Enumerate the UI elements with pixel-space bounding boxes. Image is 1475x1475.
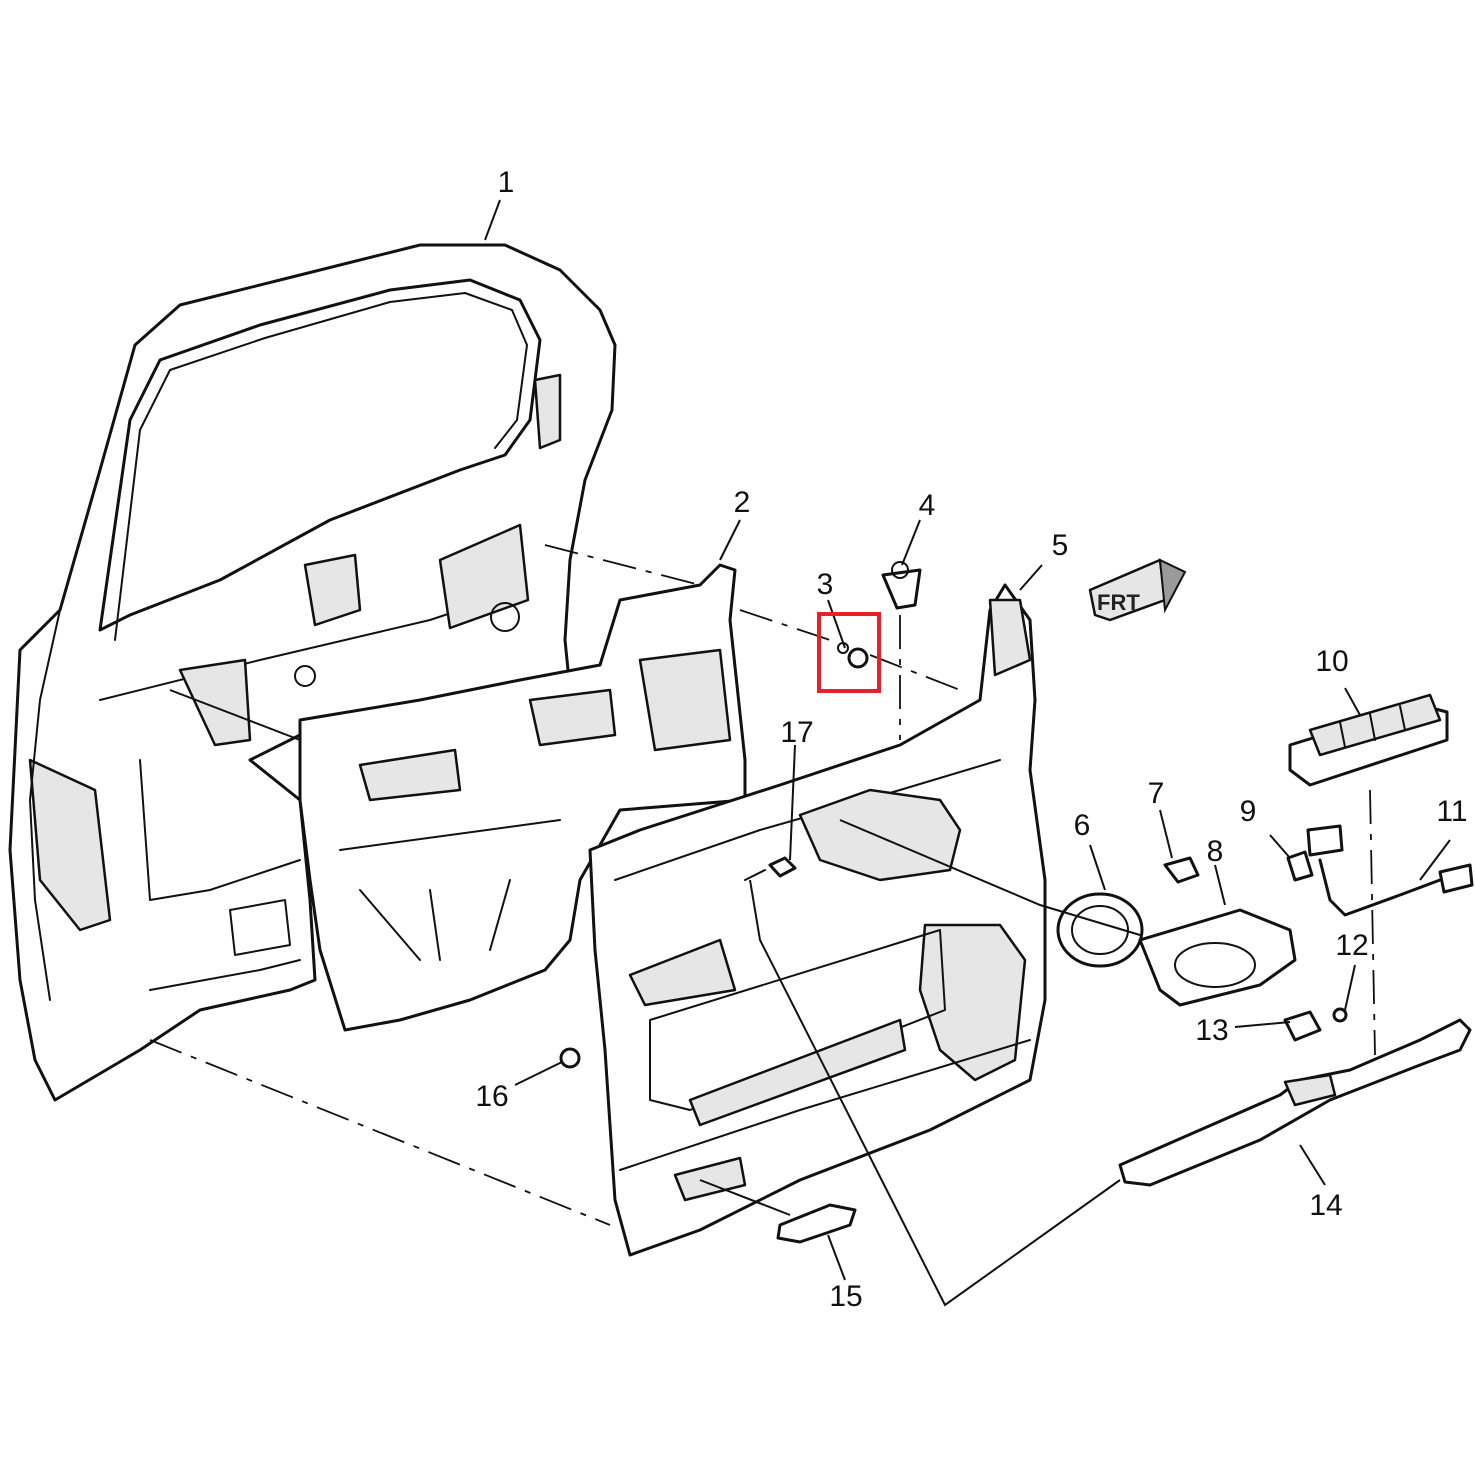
part-12-screw: [1332, 1007, 1348, 1023]
callout-11: 11: [1436, 795, 1467, 828]
part-9-connector: [1286, 850, 1314, 882]
callouts: 1 2 3 4 5 6 7 8 9 10 11 12 13 14 15 16 1…: [475, 166, 1467, 1313]
front-direction-indicator: FRT: [1088, 558, 1187, 622]
callout-6: 6: [1074, 809, 1091, 842]
callout-13: 13: [1195, 1014, 1228, 1047]
part-13-bracket: [1283, 1010, 1322, 1042]
callout-3: 3: [817, 568, 834, 601]
callout-8: 8: [1207, 835, 1224, 868]
part-6-bezel: [1056, 892, 1144, 968]
callout-14: 14: [1309, 1189, 1342, 1222]
door-trim-panel: [588, 583, 1047, 1257]
part-4-retainer: [881, 561, 922, 610]
part-7-clip: [1163, 856, 1200, 884]
part-14-armrest: [1118, 1018, 1472, 1187]
callout-1: 1: [498, 166, 515, 199]
part-11-harness: [1306, 824, 1474, 917]
water-deflector: [298, 563, 747, 1032]
callout-17: 17: [780, 716, 813, 749]
part-17-screw: [744, 856, 797, 881]
callout-9: 9: [1240, 795, 1257, 828]
part-3-fastener: [837, 642, 869, 669]
callout-15: 15: [829, 1280, 862, 1313]
part-8-handle-bezel: [1138, 908, 1297, 1007]
callout-2: 2: [734, 486, 751, 519]
frt-label: FRT: [1097, 590, 1140, 615]
callout-16: 16: [475, 1080, 508, 1113]
leader-lines: [169, 199, 1451, 1307]
callout-4: 4: [919, 489, 936, 522]
callout-7: 7: [1148, 777, 1165, 810]
part-15-reflector: [776, 1203, 857, 1244]
callout-5: 5: [1052, 529, 1069, 562]
door-frame: [8, 243, 617, 1102]
assembly-lines: [149, 544, 1376, 1226]
callout-12: 12: [1335, 929, 1368, 962]
highlight-box: [817, 612, 881, 693]
part-10-window-switch: [1288, 693, 1449, 787]
callout-10: 10: [1315, 645, 1348, 678]
part-16-screw: [559, 1047, 581, 1069]
